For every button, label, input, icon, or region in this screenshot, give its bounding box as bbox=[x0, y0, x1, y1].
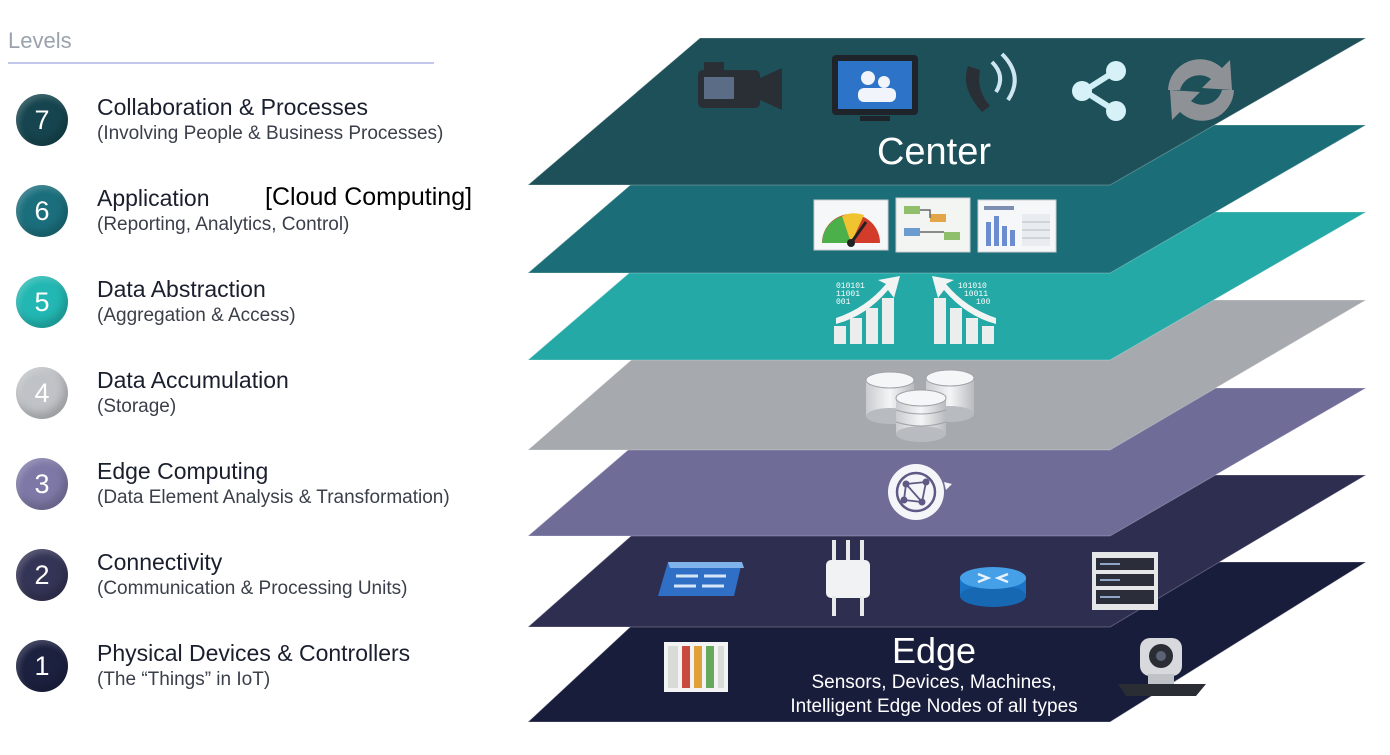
level-2-badge: 2 bbox=[16, 549, 68, 601]
share-icon bbox=[1072, 61, 1126, 121]
svg-text:11001: 11001 bbox=[836, 290, 860, 299]
svg-text:101010: 101010 bbox=[958, 282, 987, 291]
level-4-row: 4 Data Accumulation (Storage) bbox=[16, 363, 536, 423]
level-5-subtitle: (Aggregation & Access) bbox=[97, 305, 296, 326]
level-2-row: 2 Connectivity (Communication & Processi… bbox=[16, 545, 536, 605]
bar-chart-report-icon bbox=[977, 199, 1057, 253]
level-6-title: Application bbox=[97, 185, 210, 211]
level-4-subtitle: (Storage) bbox=[97, 396, 177, 417]
svg-text:010101: 010101 bbox=[836, 282, 865, 291]
level-7-badge: 7 bbox=[16, 94, 68, 146]
level-2-subtitle: (Communication & Processing Units) bbox=[97, 578, 408, 599]
svg-text:001: 001 bbox=[836, 298, 851, 307]
svg-text:10011: 10011 bbox=[964, 290, 988, 299]
network-globe-icon bbox=[888, 464, 952, 520]
router-icon bbox=[960, 567, 1026, 607]
level-2-title: Connectivity bbox=[97, 549, 223, 575]
level-7-row: 7 Collaboration & Processes (Involving P… bbox=[16, 90, 536, 150]
level-1-title: Physical Devices & Controllers bbox=[97, 640, 411, 666]
level-5-badge: 5 bbox=[16, 276, 68, 328]
video-conference-monitor-icon bbox=[832, 55, 918, 121]
level-1-badge: 1 bbox=[16, 640, 68, 692]
level-3-badge: 3 bbox=[16, 458, 68, 510]
level-5-title: Data Abstraction bbox=[97, 276, 266, 302]
level-6-badge: 6 bbox=[16, 185, 68, 237]
center-label: Center bbox=[877, 131, 991, 173]
sync-icon bbox=[1168, 59, 1234, 121]
level-7-title: Collaboration & Processes bbox=[97, 94, 369, 120]
edge-caption-line-2: Intelligent Edge Nodes of all types bbox=[790, 696, 1077, 717]
cloud-computing-label: [Cloud Computing] bbox=[265, 183, 473, 211]
svg-text:100: 100 bbox=[976, 298, 991, 307]
level-4-title: Data Accumulation bbox=[97, 367, 289, 393]
edge-caption-line-1: Sensors, Devices, Machines, bbox=[812, 672, 1057, 693]
access-point-icon bbox=[826, 540, 870, 616]
level-6-row: 6 Application (Reporting, Analytics, Con… bbox=[16, 181, 536, 241]
edge-label: Edge bbox=[892, 630, 976, 671]
level-7-subtitle: (Involving People & Business Processes) bbox=[97, 123, 444, 144]
database-stack-icon bbox=[865, 369, 975, 442]
level-1-subtitle: (The “Things” in IoT) bbox=[97, 669, 271, 690]
network-switch-icon bbox=[658, 562, 744, 596]
server-rack-icon bbox=[1092, 552, 1158, 610]
level-6-subtitle: (Reporting, Analytics, Control) bbox=[97, 214, 350, 235]
gauge-dashboard-icon bbox=[813, 199, 889, 251]
level-1-row: 1 Physical Devices & Controllers (The “T… bbox=[16, 636, 536, 696]
level-3-title: Edge Computing bbox=[97, 458, 269, 484]
level-4-badge: 4 bbox=[16, 367, 68, 419]
phone-icon bbox=[965, 52, 1017, 112]
controller-panel-icon bbox=[664, 642, 728, 692]
heading-divider bbox=[8, 62, 434, 64]
levels-heading: Levels bbox=[8, 28, 72, 53]
flowchart-report-icon bbox=[895, 197, 971, 253]
level-3-row: 3 Edge Computing (Data Element Analysis … bbox=[16, 454, 536, 514]
ptz-camera-icon bbox=[1118, 638, 1206, 696]
video-camera-icon bbox=[698, 62, 782, 110]
data-download-chart-icon: 101010 10011 100 bbox=[932, 276, 996, 344]
data-upload-chart-icon: 010101 11001 001 bbox=[834, 276, 900, 344]
level-5-row: 5 Data Abstraction (Aggregation & Access… bbox=[16, 272, 536, 332]
level-3-subtitle: (Data Element Analysis & Transformation) bbox=[97, 487, 450, 508]
